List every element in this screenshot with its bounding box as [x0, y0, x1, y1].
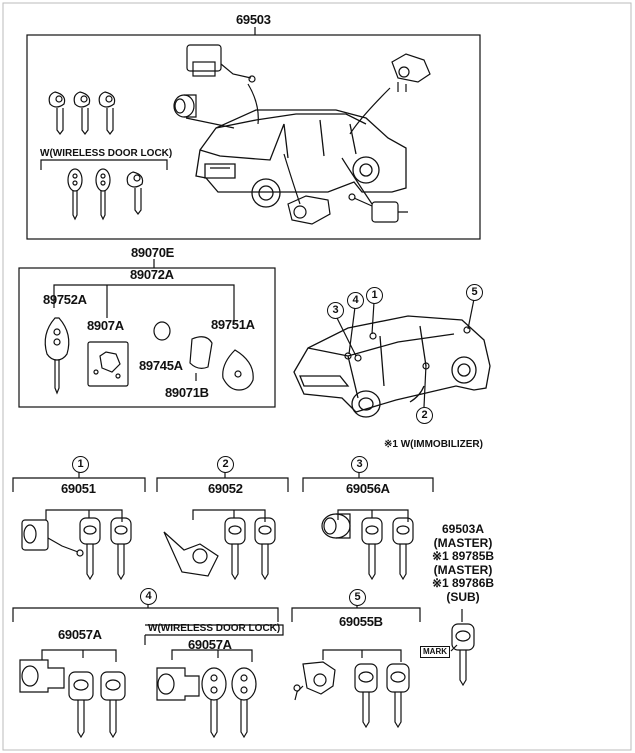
part-number-89071b[interactable]: 89071B	[165, 385, 209, 400]
master-key-line: 69503A	[441, 522, 485, 536]
vehicle-callout-illustration	[293, 315, 491, 418]
ignition-cylinder-icon	[163, 531, 219, 577]
part-number-69052[interactable]: 69052	[208, 481, 243, 496]
key-icon	[68, 671, 94, 739]
glove-box-lock-icon	[321, 513, 351, 539]
part-number-89070e[interactable]: 89070E	[131, 245, 175, 260]
master-key-line: (SUB)	[446, 589, 480, 604]
part-number-89072a[interactable]: 89072A	[130, 267, 174, 282]
transmitter-case-icon	[189, 336, 213, 369]
remote-key-icon	[67, 168, 83, 221]
set-circle-5: 5	[349, 589, 366, 606]
part-number-69051[interactable]: 69051	[61, 481, 96, 496]
master-key-icon	[451, 623, 475, 687]
part-number-89751a[interactable]: 89751A	[211, 317, 255, 332]
key-icon	[73, 91, 91, 135]
key-icon	[361, 517, 383, 581]
glove-box-lock-icon	[391, 53, 431, 92]
key-icon	[254, 517, 276, 581]
kit-box-frame	[18, 267, 276, 408]
part-number-69057a-wireless[interactable]: 69057A	[188, 637, 232, 652]
key-icon	[392, 517, 414, 581]
immobilizer-footnote: ※1 W(IMMOBILIZER)	[384, 439, 483, 450]
key-icon	[79, 517, 101, 581]
door-lock-right-icon	[348, 193, 408, 223]
mark-label: MARK	[420, 646, 450, 658]
key-icon	[126, 171, 144, 215]
part-number-89745a[interactable]: 89745A	[139, 358, 183, 373]
back-door-lock-icon	[293, 661, 336, 701]
wireless-door-lock-label: W(WIRELESS DOOR LOCK)	[40, 148, 173, 159]
back-door-lock-icon	[287, 195, 331, 225]
callout-circle-1: 1	[366, 287, 383, 304]
set-circle-2: 2	[217, 456, 234, 473]
callout-circle-5: 5	[466, 284, 483, 301]
master-key-line: (MASTER)	[433, 535, 493, 550]
part-number-69503[interactable]: 69503	[236, 12, 271, 27]
key-icon	[224, 517, 246, 581]
remote-key-icon	[44, 317, 70, 395]
master-key-line: ※1 89786B	[431, 576, 495, 590]
key-icon	[98, 91, 116, 135]
key-icon	[100, 671, 126, 739]
part-number-89752a[interactable]: 89752A	[43, 292, 87, 307]
battery-icon	[153, 321, 171, 341]
set-circle-1: 1	[72, 456, 89, 473]
part-number-69057a[interactable]: 69057A	[58, 627, 102, 642]
door-lock-cylinder-icon	[186, 44, 256, 83]
top-box-frame	[26, 34, 481, 240]
door-lock-cylinder-icon	[156, 667, 200, 701]
wireless-door-lock-label: W(WIRELESS DOOR LOCK)	[148, 623, 281, 634]
key-icon	[386, 663, 410, 729]
ignition-cylinder-icon	[173, 94, 197, 118]
part-number-8907a[interactable]: 8907A	[87, 318, 124, 333]
master-key-line: (MASTER)	[433, 562, 493, 577]
vehicle-top-illustration	[195, 109, 407, 208]
remote-key-icon	[95, 168, 111, 221]
set-circle-4: 4	[140, 588, 157, 605]
transmitter-circuit-icon	[87, 341, 129, 387]
key-icon	[110, 517, 132, 581]
key-icon	[48, 91, 66, 135]
part-number-69055b[interactable]: 69055B	[339, 614, 383, 629]
key-icon	[354, 663, 378, 729]
door-lock-cylinder-icon	[19, 659, 65, 693]
master-key-line: ※1 89785B	[431, 549, 495, 563]
master-key-part-list[interactable]: 69503A (MASTER) ※1 89785B (MASTER) ※1 89…	[423, 522, 503, 604]
set-circle-3: 3	[351, 456, 368, 473]
remote-key-icon	[231, 667, 257, 739]
transmitter-housing-icon	[222, 349, 254, 391]
callout-circle-2: 2	[416, 407, 433, 424]
callout-circle-3: 3	[327, 302, 344, 319]
callout-circle-4: 4	[347, 292, 364, 309]
remote-key-icon	[201, 667, 227, 739]
part-number-69056a[interactable]: 69056A	[346, 481, 390, 496]
door-lock-cylinder-icon	[21, 519, 84, 557]
